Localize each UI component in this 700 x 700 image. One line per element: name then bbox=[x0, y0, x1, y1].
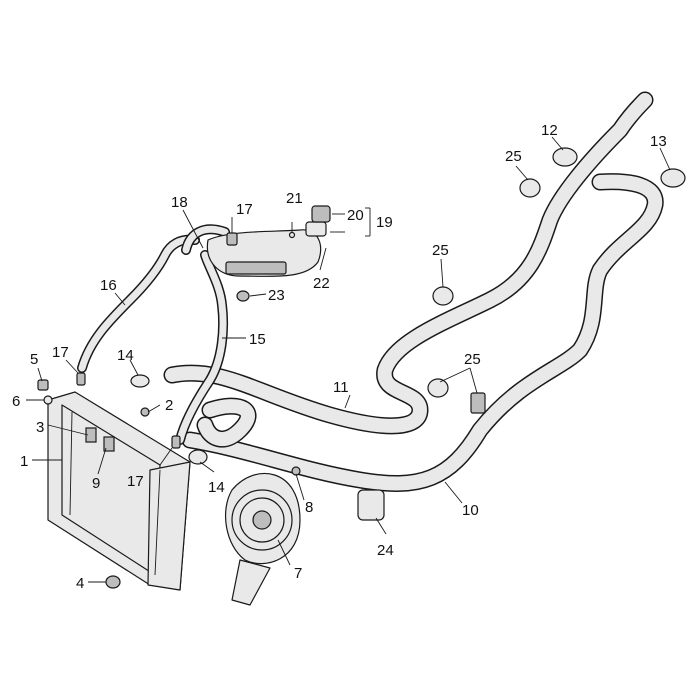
callout-25a: 25 bbox=[505, 148, 522, 165]
clamp-17b bbox=[76, 372, 86, 386]
callout-19: 19 bbox=[376, 214, 393, 231]
clamp-14a bbox=[130, 374, 150, 388]
callout-labels: 1 2 3 4 5 6 7 8 9 10 11 12 13 14 14 15 1… bbox=[12, 122, 667, 592]
callout-25b: 25 bbox=[432, 242, 449, 259]
callout-17b: 17 bbox=[52, 344, 69, 361]
callout-11: 11 bbox=[333, 379, 349, 396]
callout-9: 9 bbox=[92, 475, 100, 492]
callout-22: 22 bbox=[313, 275, 330, 292]
callout-6: 6 bbox=[12, 393, 20, 410]
clamp-12 bbox=[552, 147, 578, 167]
callout-24: 24 bbox=[377, 542, 394, 559]
callout-10: 10 bbox=[462, 502, 479, 519]
radiator bbox=[47, 391, 191, 591]
callout-17a: 17 bbox=[236, 201, 253, 218]
clamp-25c bbox=[427, 378, 449, 398]
clamp-17a bbox=[226, 232, 238, 246]
callout-18: 18 bbox=[171, 194, 188, 211]
sensor-24 bbox=[357, 489, 385, 521]
hose-10 bbox=[181, 173, 664, 492]
valve-5 bbox=[37, 379, 49, 391]
callout-21: 21 bbox=[286, 190, 303, 207]
callout-1: 1 bbox=[20, 453, 28, 470]
cap-20 bbox=[311, 205, 331, 223]
callout-16: 16 bbox=[100, 277, 117, 294]
clamp-13 bbox=[660, 168, 686, 188]
clamp-14b bbox=[188, 449, 208, 465]
pin-21 bbox=[288, 222, 296, 239]
washer-6 bbox=[43, 395, 53, 405]
callout-12: 12 bbox=[541, 122, 558, 139]
callout-5: 5 bbox=[30, 351, 38, 368]
clamp-25b bbox=[432, 286, 454, 306]
grommet-23 bbox=[236, 290, 250, 302]
callout-15: 15 bbox=[249, 331, 266, 348]
callout-17c: 17 bbox=[127, 473, 144, 490]
hose-11 bbox=[163, 91, 654, 435]
clamp-17c bbox=[171, 435, 181, 449]
leader-lines bbox=[26, 136, 671, 583]
callout-25c: 25 bbox=[464, 351, 481, 368]
callout-8: 8 bbox=[305, 499, 313, 516]
callout-2: 2 bbox=[165, 397, 173, 414]
clip-25d bbox=[470, 392, 486, 414]
hose-15 bbox=[175, 250, 229, 445]
filler-neck bbox=[305, 221, 327, 237]
grommet-4 bbox=[105, 575, 121, 589]
callout-13: 13 bbox=[650, 133, 667, 150]
callout-14a: 14 bbox=[117, 347, 134, 364]
bracket-3 bbox=[85, 427, 97, 443]
screw-2 bbox=[140, 407, 150, 417]
bracket-9 bbox=[103, 436, 115, 452]
callout-23: 23 bbox=[268, 287, 285, 304]
callout-4: 4 bbox=[76, 575, 84, 592]
hose-18 bbox=[181, 224, 230, 255]
callout-7: 7 bbox=[294, 565, 302, 582]
cooling-fan bbox=[225, 472, 301, 606]
clamp-25a bbox=[519, 178, 541, 198]
hose-16 bbox=[77, 234, 200, 373]
callout-20: 20 bbox=[347, 207, 364, 224]
callout-3: 3 bbox=[36, 419, 44, 436]
callout-14b: 14 bbox=[208, 479, 225, 496]
screw-8 bbox=[291, 466, 301, 476]
hose-branch bbox=[196, 397, 257, 448]
